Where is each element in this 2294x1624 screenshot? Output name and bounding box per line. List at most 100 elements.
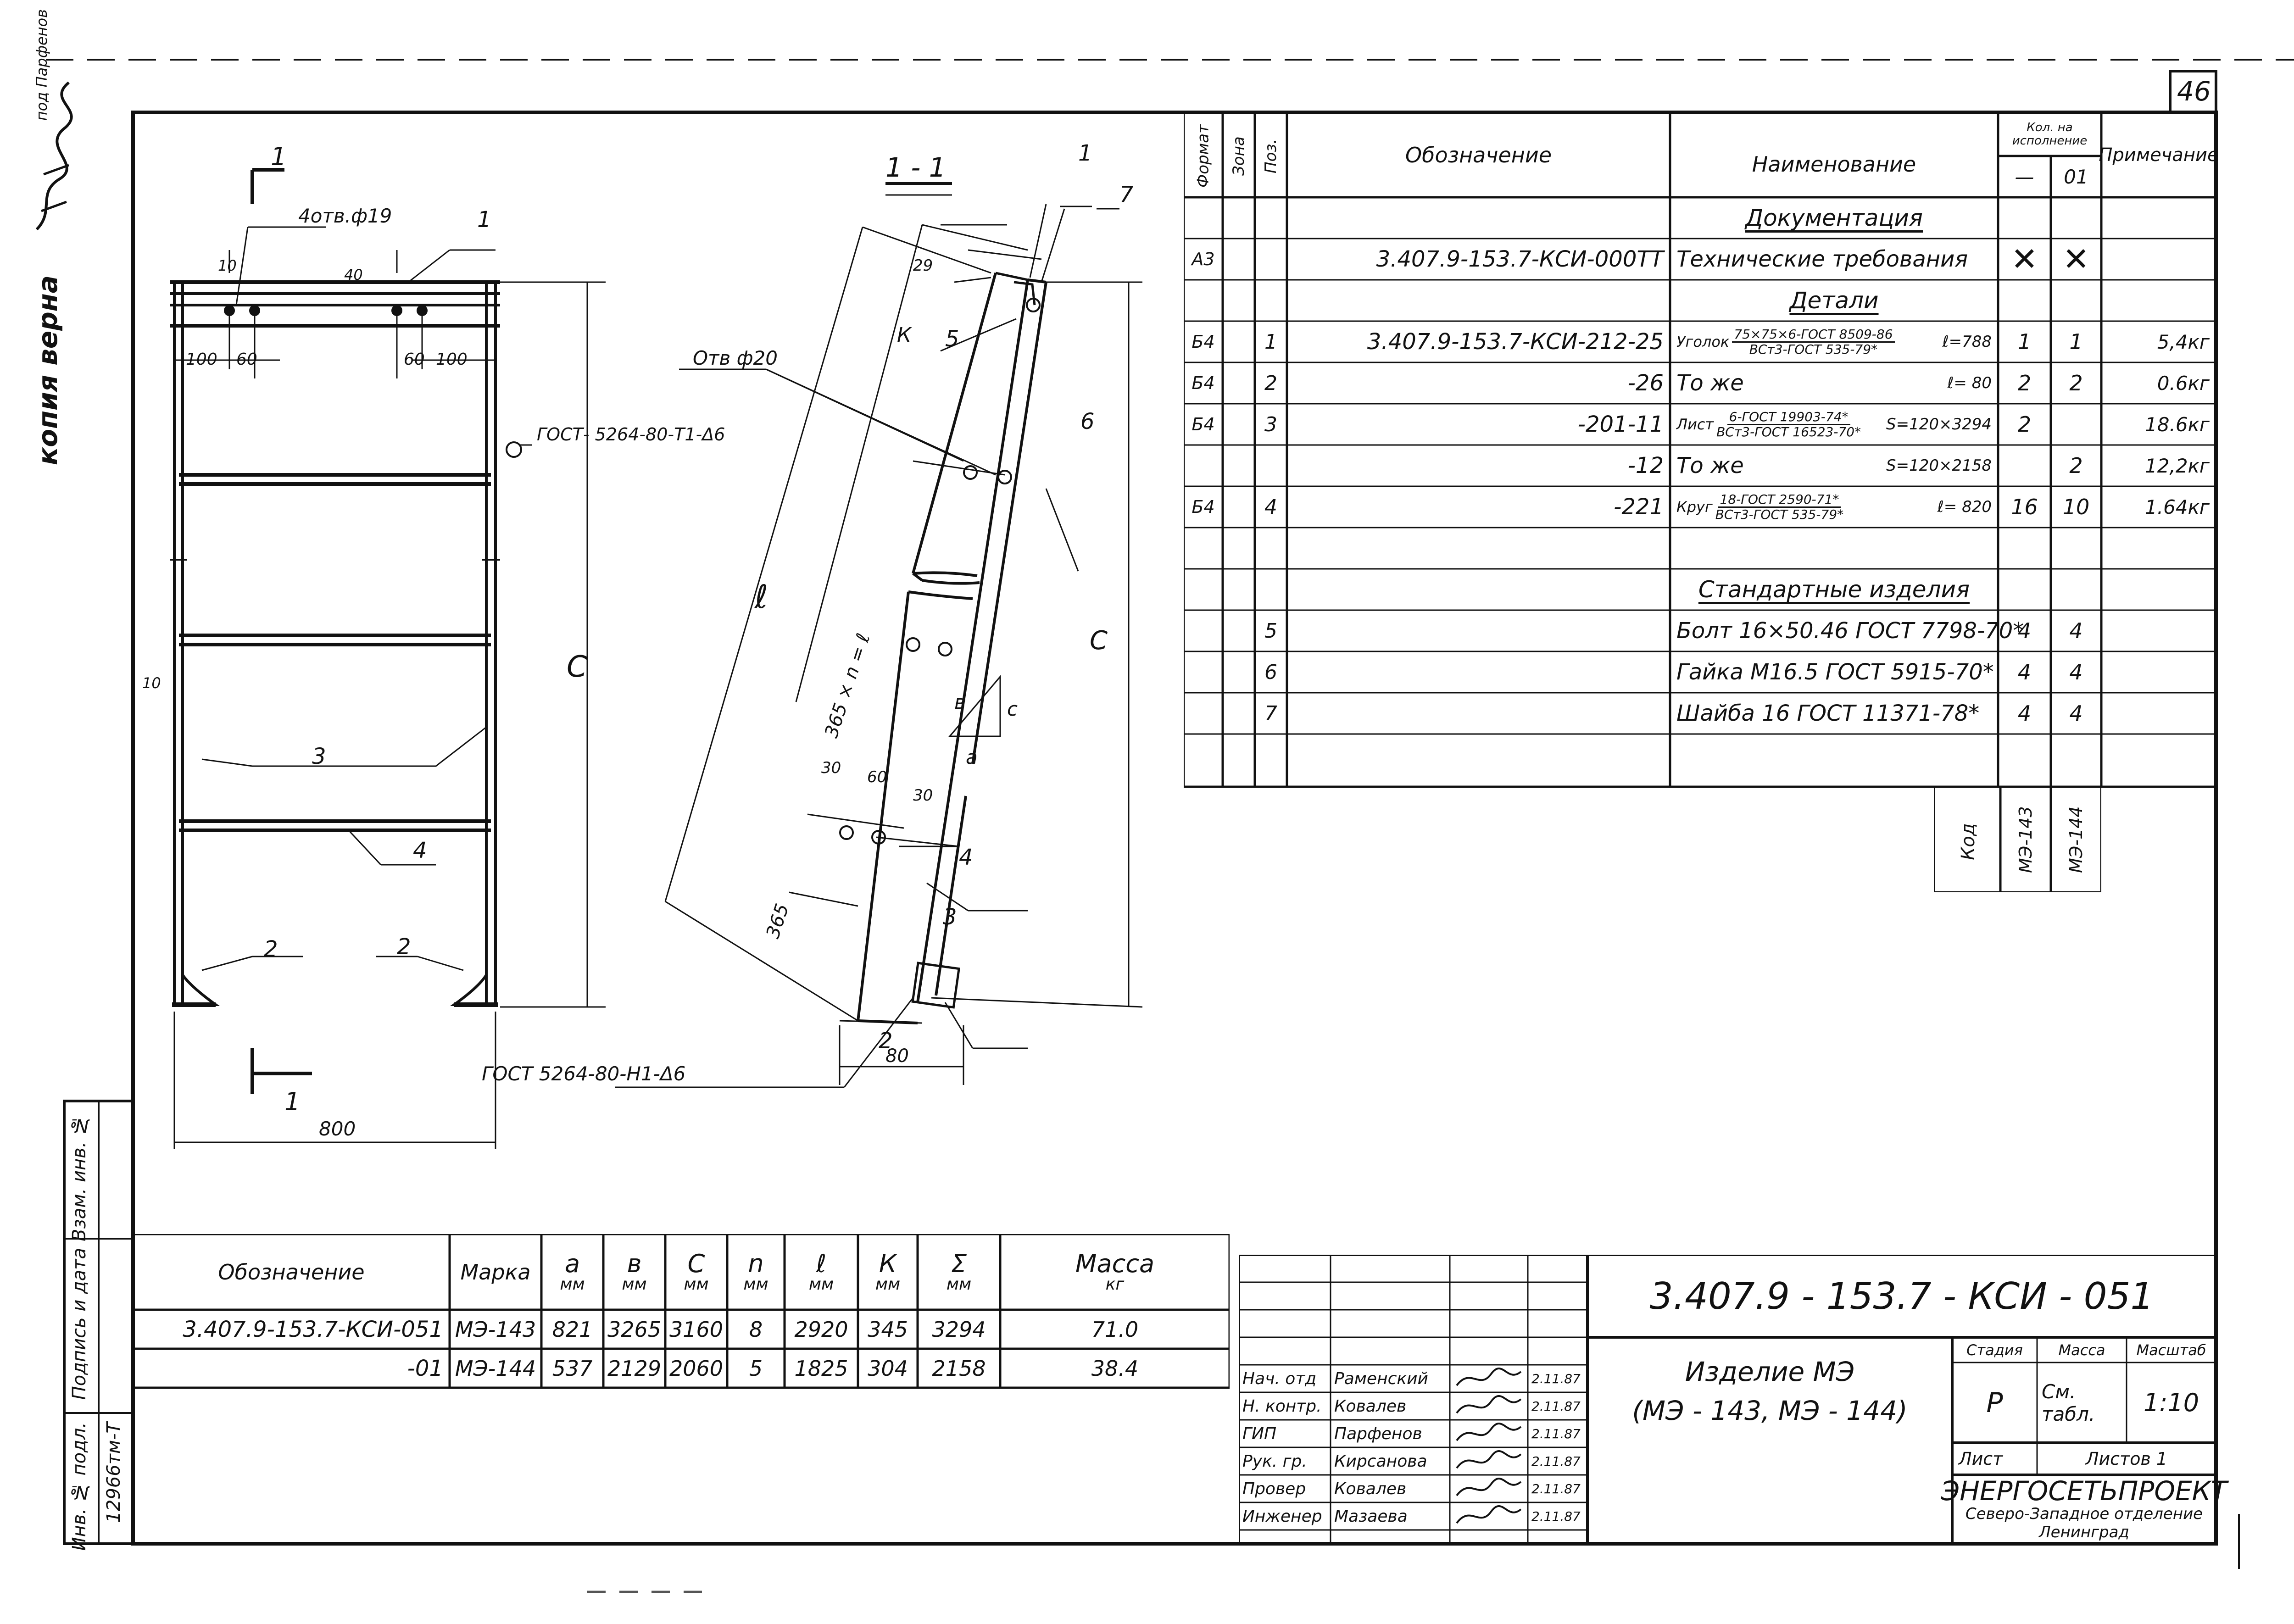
param-header-unit: мм [808,1274,834,1294]
param-cell: -01 [407,1355,443,1381]
spec-cell-pos: 4 [1264,495,1277,519]
dim-100b: 100 [436,350,468,369]
spec-cell-name: Детали [1670,280,1998,321]
spec-name-main: Шайба 16 ГОСТ 11371-78* [1676,701,1980,726]
spec-cell-pos [1255,280,1287,321]
spec-cell-note [2101,651,2216,693]
org-name: ЭНЕРГОСЕТЬПРОЕКТ [1941,1475,2227,1507]
weld-note-2: ГОСТ 5264-80-Н1-Δ6 [482,1062,685,1085]
spec-cell-note [2101,569,2216,610]
scale-value: 1:10 [2143,1388,2199,1417]
spec-cell-format [1184,610,1223,651]
signer-date: 2.11.87 [1531,1481,1581,1496]
param-cell: 3160 [669,1317,724,1342]
spec-name-fraction-bottom: ВСт3-ГОСТ 535-79* [1749,341,1878,357]
code-box: Код МЭ-143 МЭ-144 [1934,787,2101,892]
signer-name: Мазаева [1334,1507,1408,1526]
spec-name-main: Детали [1789,287,1879,314]
spec-cell-qa: 16 [2011,495,2038,519]
signer-role: ГИП [1242,1424,1277,1443]
spec-cell-format [1184,528,1223,569]
spec-cell-qa: 1 [2017,329,2032,354]
signer-role: Рук. гр. [1242,1452,1307,1471]
spec-name-main: Стандартные изделия [1698,576,1970,603]
spec-cell-zone [1223,734,1255,775]
spec-cell-qa [1998,734,2051,775]
spec-cell-format [1184,197,1223,239]
signer-name: Ковалев [1334,1479,1407,1498]
sec-label-3: 3 [943,904,957,930]
spec-name-fraction-top: 6-ГОСТ 19903-74* [1727,410,1850,425]
spec-name-fraction-bottom: ВСт3-ГОСТ 16523-70* [1716,424,1861,439]
signer-date: 2.11.87 [1531,1508,1581,1524]
sec-label-1: 1 [1078,140,1092,166]
param-cell: 3.407.9-153.7-КСИ-051 [183,1316,443,1342]
param-cell: 5 [749,1356,763,1381]
weld-note-1: ГОСТ- 5264-80-Т1-Δ6 [537,424,725,445]
spec-cell-name: Гайка М16.5 ГОСТ 5915-70* [1670,651,1998,693]
spec-cell-qb: 4 [2069,618,2083,643]
dim-pitch: 365 × n = ℓ [821,631,874,740]
spec-cell-qb [2051,404,2101,445]
spec-cell-qa [1998,445,2051,486]
spec-name-tail: ℓ= 80 [1947,374,1992,392]
pos-label-1: 1 [477,207,491,233]
spec-cell-qb [2051,528,2101,569]
spec-cell-format [1184,280,1223,321]
spec-cell-name [1670,734,1998,775]
param-header-label: n [748,1249,764,1278]
spec-table-grid [1184,112,2216,788]
spec-name-main: Болт 16×50.46 ГОСТ 7798-70* [1676,618,2024,644]
spec-cell-designation [1287,569,1670,610]
param-header-label: C [687,1249,705,1278]
section-mark-bottom: 1 [284,1087,300,1116]
spec-cell-pos: 1 [1264,330,1277,354]
dim-height: C [567,650,587,684]
spec-cell-qa: 4 [2017,701,2032,726]
spec-cell-pos [1255,445,1287,486]
dim-width: 800 [319,1118,356,1140]
sec-label-2: 2 [879,1028,893,1054]
spec-cell-name: Технические требования [1670,239,1998,280]
dim-365: 365 [763,901,793,941]
param-cell: 345 [868,1317,908,1342]
signer-name: Кирсанова [1334,1452,1427,1471]
spec-cell-zone [1223,610,1255,651]
spec-name-fraction: 6-ГОСТ 19903-74*ВСт3-ГОСТ 16523-70* [1716,410,1861,439]
spec-name-main: Уголок [1676,333,1730,350]
spec-cell-format: Б4 [1192,414,1215,434]
spec-cell-note [2101,239,2216,280]
sec-label-4: 4 [959,845,973,870]
spec-cell-designation [1287,610,1670,651]
spec-cell-zone [1223,486,1255,528]
mass-value: См. табл. [2042,1380,2095,1425]
pos-label-2a: 2 [264,936,278,962]
signer-date: 2.11.87 [1531,1398,1581,1414]
spec-name-fraction-top: 18-ГОСТ 2590-71* [1718,493,1841,508]
hole-note-2: Отв ф20 [693,347,778,369]
dim-100a: 100 [186,350,217,369]
title-line-2: (МЭ - 143, МЭ - 144) [1632,1395,1908,1426]
margin-signature [35,81,73,231]
param-header-label: a [564,1249,580,1278]
spec-header-qty-a: — [2015,165,2034,188]
spec-cell-qa [1998,197,2051,239]
spec-cell-name: Стандартные изделия [1670,569,1998,610]
spec-cell-zone [1223,362,1255,404]
spec-cell-name [1670,528,1998,569]
spec-cell-qb: 2 [2069,371,2083,395]
spec-name-main: Круг [1676,498,1713,516]
param-header-unit: мм [684,1274,709,1294]
pos-label-2b: 2 [397,934,411,960]
spec-header-note: Примечание [2099,144,2219,166]
spec-cell-zone [1223,404,1255,445]
signer-role: Инженер [1242,1507,1322,1526]
param-header-label: К [879,1249,897,1278]
